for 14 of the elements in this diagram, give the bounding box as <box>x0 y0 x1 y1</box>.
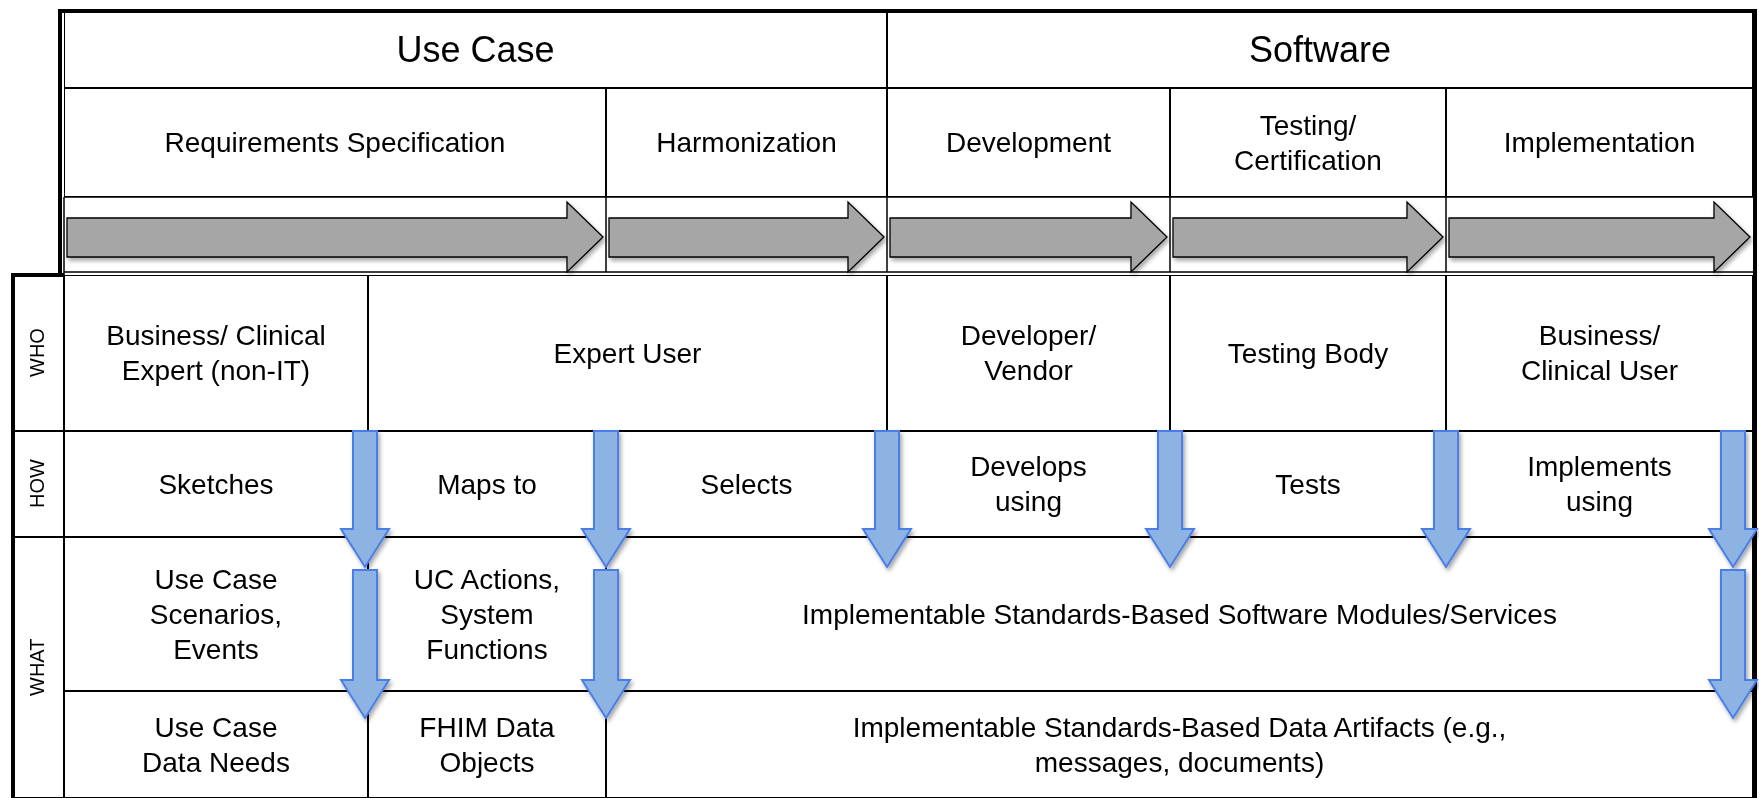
column-header: Software <box>887 11 1753 88</box>
table-cell: Use Case Data Needs <box>64 691 368 798</box>
table-cell: Developer/ Vendor <box>887 275 1170 431</box>
phase-header: Testing/ Certification <box>1170 88 1446 197</box>
table-cell: Expert User <box>368 275 887 431</box>
phase-header: Harmonization <box>606 88 887 197</box>
table-cell: Business/ Clinical User <box>1446 275 1753 431</box>
table-cell: Implementable Standards-Based Data Artifacts (e.g., messages, documents) <box>606 691 1753 798</box>
phase-header: Development <box>887 88 1170 197</box>
table-cell: Testing Body <box>1170 275 1446 431</box>
table-cell: Business/ Clinical Expert (non-IT) <box>64 275 368 431</box>
phase-header: Requirements Specification <box>64 88 606 197</box>
column-header: Use Case <box>64 11 887 88</box>
phase-header: Implementation <box>1446 88 1753 197</box>
